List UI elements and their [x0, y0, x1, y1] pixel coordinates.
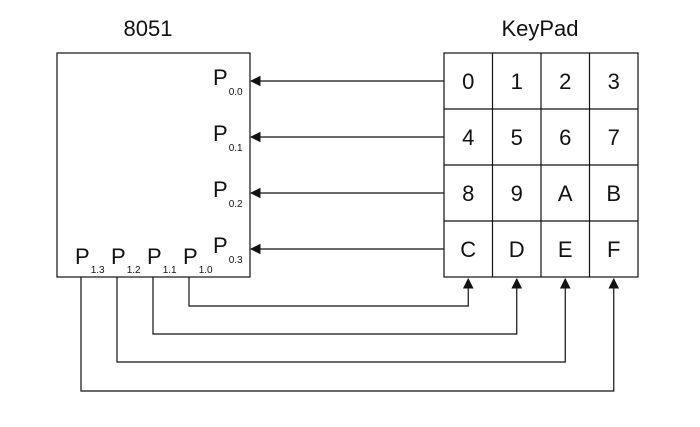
key-b: B [606, 181, 621, 206]
pin-p1-2-label: P1.2 [111, 244, 141, 276]
key-f: F [607, 237, 620, 262]
key-5: 5 [511, 125, 523, 150]
key-4: 4 [462, 125, 474, 150]
pin-p0-1-label: P0.1 [213, 121, 243, 154]
pin-p1-0-label: P1.0 [183, 244, 213, 276]
key-3: 3 [608, 69, 620, 94]
key-d: D [509, 237, 525, 262]
keypad-keys: 0 1 2 3 4 5 6 7 8 9 A B C D E F [460, 69, 621, 262]
mcu-box [56, 52, 251, 278]
key-0: 0 [462, 69, 474, 94]
key-a: A [558, 181, 573, 206]
key-7: 7 [608, 125, 620, 150]
key-6: 6 [559, 125, 571, 150]
port1-pins: P1.3P1.2P1.1P1.0 [75, 244, 213, 276]
wires [80, 75, 620, 392]
keypad-grid-lines [444, 53, 638, 277]
port0-pins: P0.0P0.1P0.2P0.3 [213, 65, 243, 266]
pin-p0-2-label: P0.2 [213, 177, 243, 210]
key-2: 2 [559, 69, 571, 94]
key-e: E [558, 237, 573, 262]
key-1: 1 [511, 69, 523, 94]
pin-p1-3-label: P1.3 [75, 244, 105, 276]
mcu-title: 8051 [124, 16, 173, 41]
key-c: C [460, 237, 476, 262]
wire-col-2 [116, 277, 571, 363]
wire-col-1 [152, 277, 523, 335]
key-8: 8 [462, 181, 474, 206]
wire-col-3 [80, 277, 620, 392]
pin-p0-3-label: P0.3 [213, 233, 243, 266]
key-9: 9 [511, 181, 523, 206]
wire-col-0 [188, 277, 474, 307]
pin-p0-0-label: P0.0 [213, 65, 243, 98]
pin-p1-1-label: P1.1 [147, 244, 177, 276]
keypad-title: KeyPad [501, 16, 578, 41]
